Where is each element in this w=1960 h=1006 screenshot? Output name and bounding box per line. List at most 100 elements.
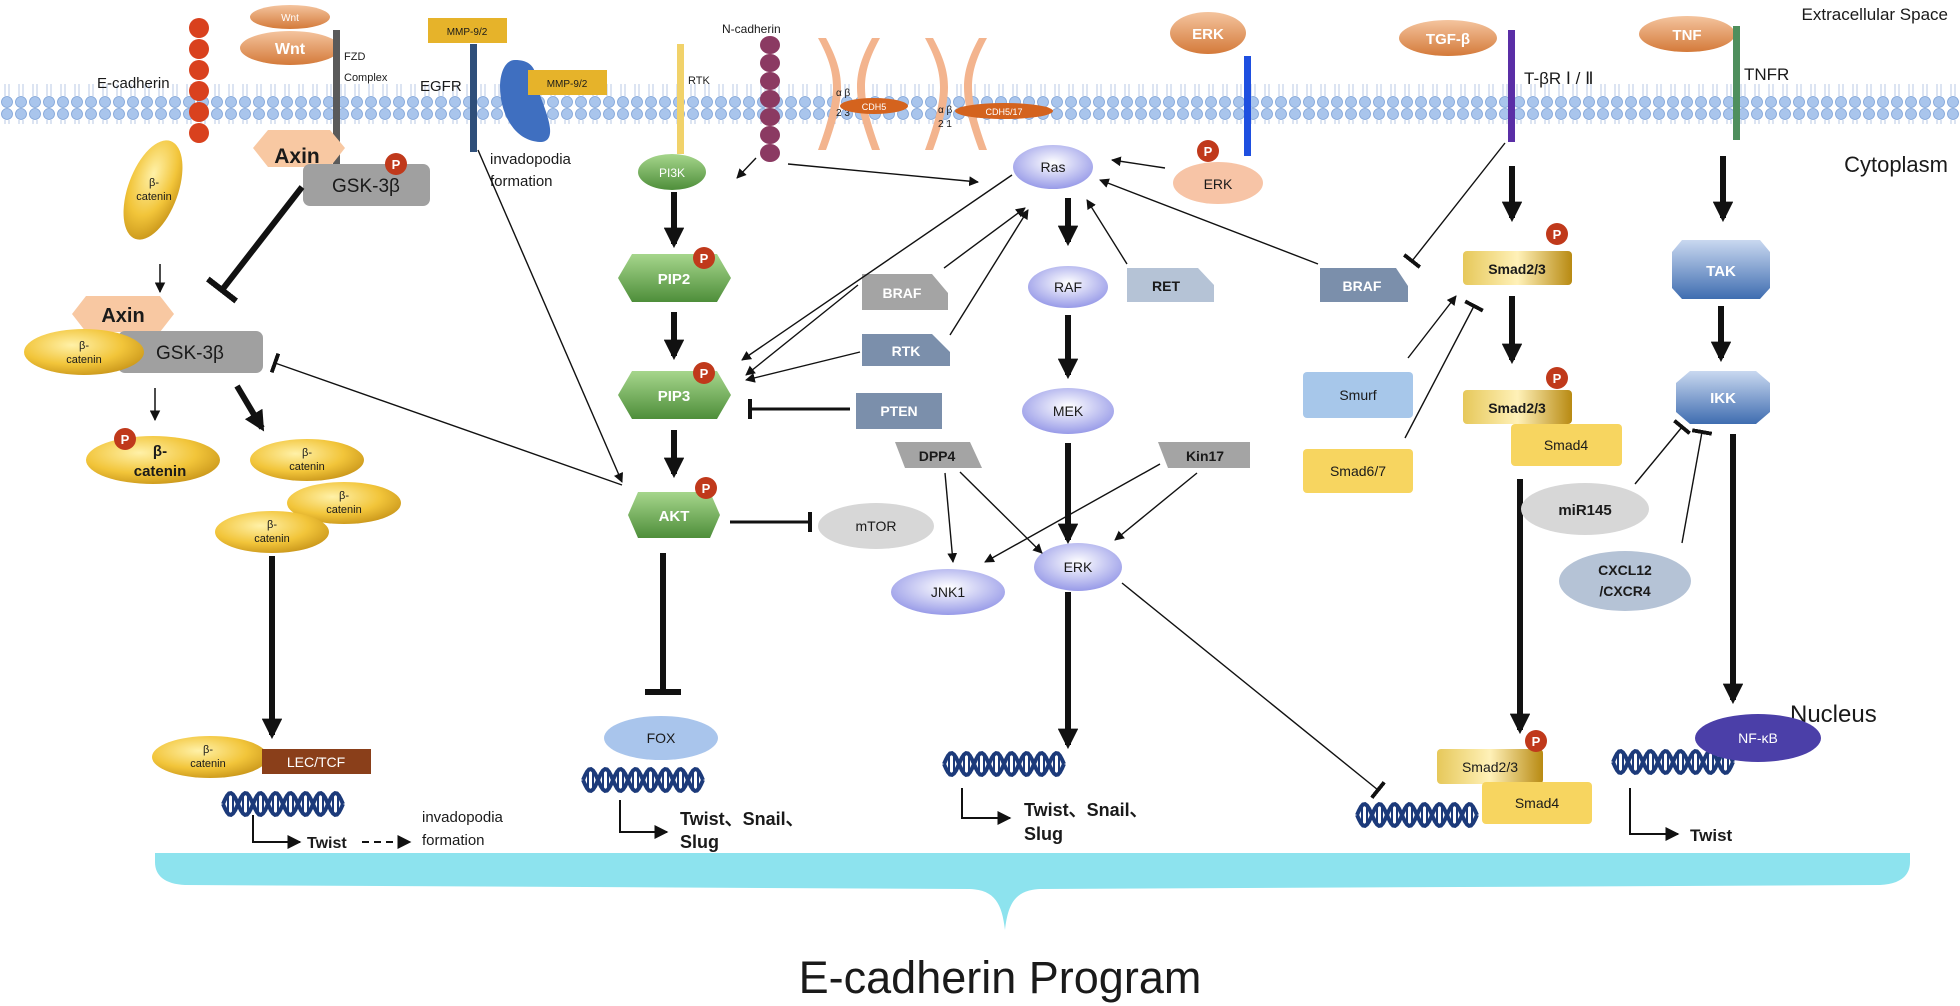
arrow (949, 209, 1029, 336)
raf-node (1028, 266, 1108, 308)
dna-strand (581, 766, 705, 794)
tnf-label: TNF (1672, 27, 1701, 44)
mir145-label: miR145 (1558, 502, 1611, 519)
pi3k-output-line1: Twist、Snail、 (680, 809, 804, 829)
integrin-left (818, 38, 880, 150)
mapk-output-line2: Slug (1024, 824, 1063, 844)
beta-label: β- (79, 340, 89, 352)
inhibition-line (1121, 582, 1386, 800)
extracellular-space-label: Extracellular Space (1802, 5, 1948, 24)
transcription-arrow (1629, 788, 1680, 841)
beta-catenin-stable-1 (250, 439, 364, 481)
beta-label: β- (203, 744, 213, 756)
smad23-top (1463, 251, 1572, 285)
pi3k-node (638, 154, 706, 190)
inhibition-line (1681, 428, 1713, 544)
lec-tcf-factor (262, 749, 371, 774)
tgfb-receptor-label: T-βR Ⅰ / Ⅱ (1524, 69, 1593, 88)
jnk1-node (891, 569, 1005, 615)
smad67-label: Smad6/7 (1330, 463, 1386, 479)
phospho-icon (695, 477, 717, 499)
dna-strand (1355, 801, 1479, 829)
beta-label: β- (339, 490, 349, 502)
mek-node (1022, 388, 1114, 434)
ikk-label: IKK (1710, 390, 1736, 407)
smad67-node (1303, 449, 1413, 493)
mmp-ligand-2 (528, 70, 607, 95)
phospho-label: P (1553, 227, 1562, 242)
ret-node (1127, 268, 1214, 302)
tnf-ligand (1639, 16, 1735, 52)
n-cadherin-receptor (760, 36, 780, 162)
ret-label: RET (1152, 278, 1180, 294)
program-title: E-cadherin Program (799, 952, 1202, 1003)
phospho-label: P (392, 157, 401, 172)
erk-receptor (1244, 56, 1251, 156)
phospho-label: P (1553, 371, 1562, 386)
arrow (1086, 199, 1128, 265)
erk-phospho-node (1173, 162, 1263, 204)
arrow (745, 351, 861, 383)
raf-label: RAF (1054, 279, 1082, 295)
e-cadherin-receptor (189, 18, 209, 143)
complex-label: Complex (344, 72, 388, 84)
arrow (477, 149, 623, 483)
inhibition-line (269, 352, 623, 486)
beta-catenin-bound (24, 329, 144, 375)
phospho-label: P (700, 366, 709, 381)
smad4-nuclear (1482, 782, 1592, 824)
transcription-arrow (961, 788, 1012, 825)
ras-node (1013, 145, 1093, 189)
dpp4-label: DPP4 (919, 448, 956, 464)
mmp-ligand-1 (428, 18, 507, 43)
gsk3b-mid-label: GSK-3β (156, 343, 224, 364)
phospho-icon (693, 362, 715, 384)
integrin-left-ab: α β (836, 88, 851, 99)
fox-label: FOX (647, 730, 676, 746)
cxcl12-cxcr4-node (1559, 551, 1691, 611)
transcription-arrow (252, 815, 302, 849)
rtk-mid-node (862, 334, 950, 366)
arrow (736, 157, 757, 179)
invadopodia-membrane-label: invadopodia (490, 151, 572, 168)
tnfr-label: TNFR (1744, 65, 1789, 84)
tgfb-receptor (1508, 30, 1515, 142)
dna-helix (581, 766, 705, 794)
gsk3b-mid (118, 331, 263, 373)
egfr-label: EGFR (420, 78, 462, 95)
integrin-left-num: 2 3 (836, 108, 850, 119)
phospho-icon (385, 153, 407, 175)
tak-label: TAK (1706, 263, 1736, 280)
cdh5-17-bar (955, 103, 1053, 119)
inhibition-line (1404, 299, 1484, 439)
braf-left-node (862, 274, 948, 310)
kin17-node (1158, 442, 1250, 468)
axin-mid (72, 296, 174, 332)
beta-label: β- (267, 519, 277, 531)
formation-membrane-label: formation (490, 173, 553, 190)
transcription-arrow (619, 800, 669, 839)
smad23-nuclear-label: Smad2/3 (1462, 759, 1518, 775)
mtor-node (818, 503, 934, 549)
catenin-label: catenin (66, 354, 101, 366)
mtor-label: mTOR (856, 518, 897, 534)
akt-node (628, 492, 720, 538)
beta-catenin-stable-2 (287, 482, 401, 524)
axin-top-label: Axin (274, 145, 320, 168)
phospho-icon (1546, 223, 1568, 245)
axin-mid-label: Axin (101, 305, 144, 327)
smad23-mid-label: Smad2/3 (1488, 400, 1546, 416)
arrow (944, 472, 958, 563)
beta-catenin-free (123, 140, 183, 240)
arrow (1099, 178, 1319, 265)
beta-catenin-nuclear (152, 736, 268, 778)
arrow (1114, 472, 1198, 541)
beta-label: β- (153, 443, 167, 460)
program-band (155, 853, 1910, 930)
cell-membrane (0, 84, 1960, 124)
arrow (741, 174, 1013, 361)
phospho-label: P (1532, 734, 1541, 749)
catenin-label: catenin (289, 461, 324, 473)
inhibition-line (205, 185, 305, 304)
